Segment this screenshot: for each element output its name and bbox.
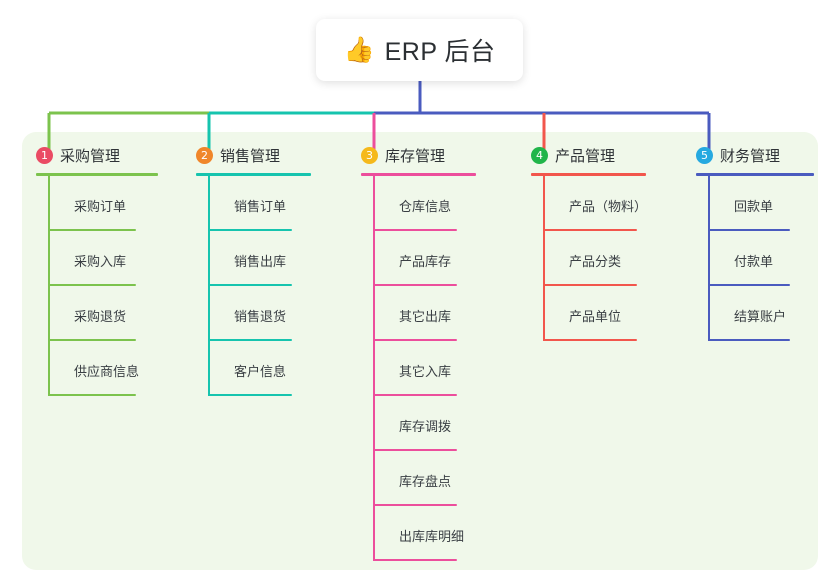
branch-item-label: 其它出库	[399, 309, 452, 324]
branch-item-label: 产品（物料）	[569, 199, 648, 214]
branch-item-rule	[373, 339, 457, 341]
branch-item-label: 产品单位	[569, 309, 622, 324]
branch-item-label: 客户信息	[234, 364, 287, 379]
branch-number-badge: 2	[196, 147, 213, 164]
branch-item-rule	[543, 229, 637, 231]
branch-item-rule	[543, 284, 637, 286]
branch-header-5[interactable]: 5 财务管理	[696, 145, 780, 166]
branch-title: 销售管理	[220, 148, 281, 165]
thumbs-up-icon: 👍	[343, 35, 375, 64]
branch-number-badge: 5	[696, 147, 713, 164]
branch-title: 采购管理	[60, 148, 121, 165]
branch-item-label: 采购退货	[74, 309, 127, 324]
branch-item-label: 产品分类	[569, 254, 622, 269]
branch-item-label: 销售退货	[234, 309, 287, 324]
branch-item-label: 结算账户	[734, 309, 787, 324]
branch-spine	[373, 176, 375, 561]
branch-item-label: 采购入库	[74, 254, 127, 269]
branch-item-label: 库存盘点	[399, 474, 452, 489]
branch-item-rule	[373, 284, 457, 286]
branch-item-rule	[543, 339, 637, 341]
branch-spine	[48, 176, 50, 396]
branch-item-rule	[708, 229, 790, 231]
branch-title: 产品管理	[555, 148, 616, 165]
branch-header-rule	[696, 173, 814, 176]
branch-number-badge: 4	[531, 147, 548, 164]
branch-number-badge: 1	[36, 147, 53, 164]
branch-item-rule	[708, 284, 790, 286]
branch-item-label: 产品库存	[399, 254, 452, 269]
branch-number-badge: 3	[361, 147, 378, 164]
branch-header-rule	[531, 173, 646, 176]
branch-item-rule	[48, 284, 136, 286]
branch-spine	[208, 176, 210, 396]
branch-title: 财务管理	[720, 148, 781, 165]
branch-title: 库存管理	[385, 148, 446, 165]
branch-item-label: 出库库明细	[399, 529, 465, 544]
branch-item-rule	[208, 394, 292, 396]
branch-item-label: 采购订单	[74, 199, 127, 214]
diagram-panel	[22, 132, 818, 570]
branch-item-rule	[373, 504, 457, 506]
branch-header-2[interactable]: 2 销售管理	[196, 145, 280, 166]
branch-header-rule	[361, 173, 476, 176]
branch-columns: 1 采购管理采购订单采购入库采购退货供应商信息 2 销售管理销售订单销售出库销售退货客…	[22, 132, 818, 570]
branch-spine	[708, 176, 710, 341]
branch-item-rule	[48, 394, 136, 396]
branch-item-rule	[373, 394, 457, 396]
branch-spine	[543, 176, 545, 341]
branch-item-label: 回款单	[734, 199, 774, 214]
root-node-title: ERP 后台	[384, 38, 496, 66]
branch-header-rule	[36, 173, 158, 176]
branch-header-3[interactable]: 3 库存管理	[361, 145, 445, 166]
branch-item-label: 付款单	[734, 254, 774, 269]
branch-header-4[interactable]: 4 产品管理	[531, 145, 615, 166]
branch-item-rule	[373, 229, 457, 231]
branch-item-rule	[208, 339, 292, 341]
branch-item-label: 库存调拨	[399, 419, 452, 434]
branch-item-rule	[48, 229, 136, 231]
branch-item-rule	[373, 449, 457, 451]
branch-item-rule	[208, 284, 292, 286]
branch-header-rule	[196, 173, 311, 176]
branch-header-1[interactable]: 1 采购管理	[36, 145, 120, 166]
branch-item-label: 供应商信息	[74, 364, 140, 379]
root-node[interactable]: 👍 ERP 后台	[316, 19, 523, 81]
branch-item-label: 其它入库	[399, 364, 452, 379]
branch-item-label: 销售订单	[234, 199, 287, 214]
branch-item-label: 仓库信息	[399, 199, 452, 214]
branch-item-rule	[48, 339, 136, 341]
branch-item-rule	[208, 229, 292, 231]
branch-item-label: 销售出库	[234, 254, 287, 269]
branch-item-rule	[708, 339, 790, 341]
branch-item-rule	[373, 559, 457, 561]
